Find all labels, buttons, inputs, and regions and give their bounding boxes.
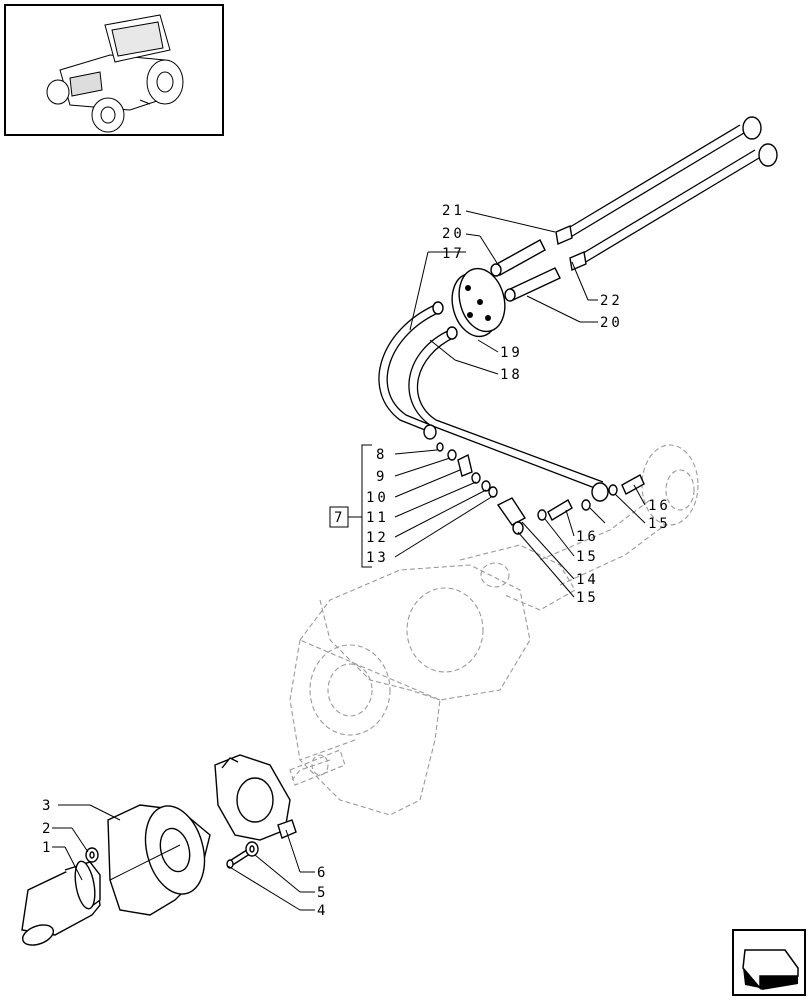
tractor-thumbnail-icon[interactable] bbox=[4, 4, 224, 136]
callout-15: 15 bbox=[648, 516, 671, 532]
leader-lines bbox=[52, 210, 646, 911]
manifold-block-part bbox=[451, 267, 506, 338]
callout-3: 3 bbox=[42, 798, 53, 814]
next-page-arrow-icon[interactable] bbox=[732, 929, 806, 996]
flex-hose-part bbox=[378, 301, 609, 502]
callout-15: 15 bbox=[576, 590, 599, 606]
callout-8: 8 bbox=[376, 447, 387, 463]
callout-5: 5 bbox=[317, 885, 328, 901]
callout-18: 18 bbox=[500, 367, 523, 383]
callout-16: 16 bbox=[576, 529, 599, 545]
callout-11: 11 bbox=[366, 510, 389, 526]
nut-part bbox=[85, 847, 99, 863]
callout-19: 19 bbox=[500, 345, 523, 361]
callout-labels: 21 20 17 22 20 19 18 8 9 10 11 12 13 7 1… bbox=[42, 203, 671, 919]
callout-10: 10 bbox=[366, 490, 389, 506]
callout-2: 2 bbox=[42, 821, 53, 837]
callout-6: 6 bbox=[317, 865, 328, 881]
callout-9: 9 bbox=[376, 469, 387, 485]
hose-assembly bbox=[555, 116, 778, 271]
fitting-group bbox=[436, 442, 645, 535]
callout-13: 13 bbox=[366, 550, 389, 566]
flange-plate-part bbox=[214, 754, 297, 841]
adapter-part bbox=[490, 239, 561, 302]
cone-guard-part bbox=[107, 804, 211, 916]
callout-22: 22 bbox=[600, 293, 623, 309]
callout-21: 21 bbox=[442, 203, 465, 219]
sleeve-part bbox=[21, 860, 101, 946]
callout-14: 14 bbox=[576, 572, 599, 588]
callout-17: 17 bbox=[442, 246, 465, 262]
callout-20: 20 bbox=[600, 315, 623, 331]
output-shaft bbox=[289, 749, 346, 786]
callout-16: 16 bbox=[648, 498, 671, 514]
callout-20: 20 bbox=[442, 226, 465, 242]
washer-part bbox=[245, 841, 259, 857]
callout-1: 1 bbox=[42, 840, 53, 856]
transmission-housing-ghost bbox=[289, 444, 699, 816]
callout-15: 15 bbox=[576, 549, 599, 565]
callout-12: 12 bbox=[366, 530, 389, 546]
callout-4: 4 bbox=[317, 903, 328, 919]
callout-7: 7 bbox=[334, 510, 345, 526]
